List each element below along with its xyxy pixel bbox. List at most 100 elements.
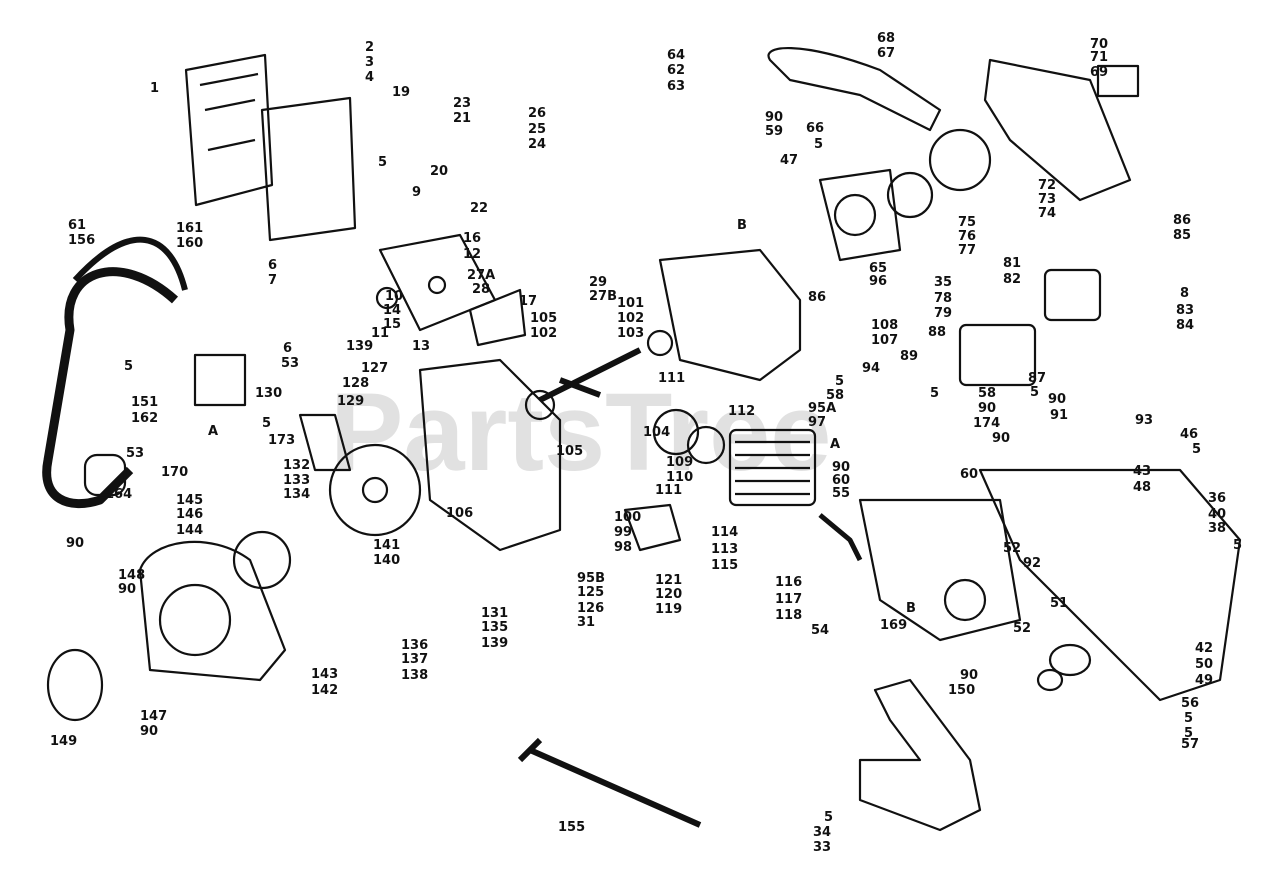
part-label: 43 [1133,464,1152,479]
part-label: 115 [711,558,739,573]
part-label: 62 [667,63,686,78]
part-label: 59 [765,124,784,139]
part-label: 121 [655,573,683,588]
part-label: 33 [813,840,832,855]
rear-handle [858,678,982,832]
part-label: 160 [176,236,204,251]
part-label: 106 [446,506,474,521]
part-label: 162 [131,411,159,426]
part-label: 109 [666,455,694,470]
part-label: 111 [655,483,683,498]
part-label: 119 [655,602,683,617]
part-label: A [830,437,841,452]
muffler [623,503,682,552]
part-label: 82 [1003,272,1022,287]
part-label: 156 [68,233,96,248]
part-label: 95A [808,401,837,416]
part-label: 174 [973,416,1001,431]
starter-pulley [232,530,292,590]
part-label: 100 [614,510,642,525]
part-label: 4 [365,70,375,85]
part-label: 105 [556,444,584,459]
front-handle [42,267,179,509]
part-label: 54 [811,623,830,638]
part-label: 19 [392,85,411,100]
cylinder [728,428,817,507]
part-label: 1 [150,81,160,96]
part-label: 173 [268,433,296,448]
part-label: 21 [453,111,472,126]
guide-bar [767,47,942,132]
part-label: 143 [311,667,339,682]
part-label: 116 [775,575,803,590]
part-label: 145 [176,493,204,508]
part-label: 58 [826,388,845,403]
starter-housing [138,540,287,682]
part-label: 71 [1090,50,1109,65]
part-label: 50 [1195,657,1214,672]
part-label: 150 [948,683,976,698]
part-label: 26 [528,106,547,121]
part-label: 74 [1038,206,1057,221]
part-label: 70 [1090,37,1109,52]
part-label: 36 [1208,491,1227,506]
part-label: 86 [1173,213,1192,228]
flywheel [328,443,422,537]
part-label: 53 [281,356,300,371]
part-label: 92 [1023,556,1042,571]
part-label: 46 [1180,427,1199,442]
part-label: 128 [342,376,370,391]
part-label: 64 [667,48,686,63]
part-label: 90 [118,582,137,597]
part-label: 48 [1133,480,1152,495]
part-label: 23 [453,96,472,111]
part-label: 47 [780,153,799,168]
part-label: 22 [470,201,489,216]
handle-bracket [193,353,247,407]
part-label: 113 [711,542,739,557]
part-label: 5 [1233,538,1243,553]
part-label: 67 [877,46,896,61]
part-label: 15 [383,317,402,332]
part-label: 3 [365,55,375,70]
part-label: 90 [992,431,1011,446]
part-label: 146 [176,507,204,522]
part-label: 5 [1184,711,1194,726]
crankcase [418,358,562,552]
part-label: 78 [934,291,953,306]
part-label: 170 [161,465,189,480]
part-label: 136 [401,638,429,653]
part-label: 110 [666,470,694,485]
part-label: 73 [1038,192,1057,207]
part-label: 51 [1050,596,1069,611]
part-label: 5 [1030,385,1040,400]
part-label: 151 [131,395,159,410]
part-label: 61 [68,218,87,233]
part-label: 16 [463,231,482,246]
part-label: 117 [775,592,803,607]
part-label: 164 [105,487,133,502]
part-label: 69 [1090,65,1109,80]
part-label: 90 [66,536,85,551]
part-label: 85 [1173,228,1192,243]
part-label: 90 [1048,392,1067,407]
part-label: 76 [958,229,977,244]
part-label: 20 [430,164,449,179]
part-label: 27B [589,289,617,304]
part-label: 130 [255,386,283,401]
part-label: 52 [1003,541,1022,556]
air-filter-cover [184,53,274,207]
scrench-tool [517,737,702,828]
part-label: A [208,424,219,439]
part-label: 7 [268,273,278,288]
part-label: 88 [928,325,947,340]
part-label: 90 [140,724,159,739]
part-label: 60 [960,467,979,482]
part-label: 66 [806,121,825,136]
part-label: 81 [1003,256,1022,271]
part-label: 31 [577,615,596,630]
part-label: 161 [176,221,204,236]
part-label: 24 [528,137,547,152]
part-label: 134 [283,487,311,502]
